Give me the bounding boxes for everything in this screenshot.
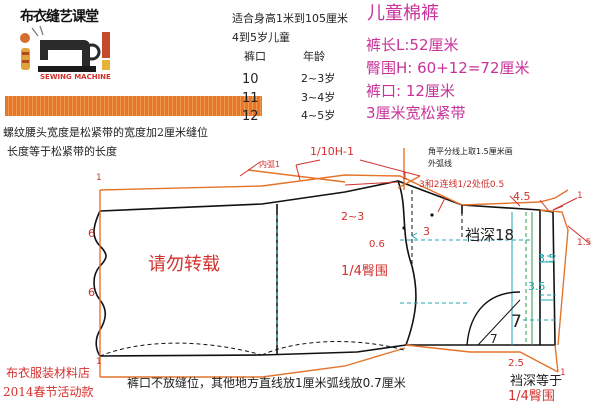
- dashed-construction-lines: [99, 190, 556, 357]
- waistband-note-2: 长度等于松紧带的长度: [7, 145, 117, 158]
- label-num-1-top: 1: [402, 172, 408, 182]
- orange-divider-strip: [5, 96, 262, 116]
- label-num-35a: 3.5: [538, 252, 556, 265]
- label-angle-note-2: 外弧线: [428, 159, 452, 168]
- label-num-7a: 7: [511, 312, 522, 332]
- size-table-header-age: 年龄: [303, 50, 325, 63]
- size-row-cuff: 12: [242, 109, 259, 124]
- label-num-15: 1.5: [577, 238, 592, 248]
- label-num-45: 4.5: [513, 190, 531, 203]
- label-h-formula: 1/10H-1: [310, 145, 354, 158]
- spec-length: 裤长L:52厘米: [366, 36, 459, 54]
- label-quarter-hip-right: 1/4臀围: [508, 389, 555, 404]
- sewing-machine-icon: [20, 26, 110, 72]
- label-num-1-bottom-right: 1: [560, 368, 566, 378]
- size-row-age: 2~3岁: [301, 72, 336, 85]
- brand-title: 布衣缝艺课堂: [20, 9, 99, 25]
- label-num-6-top: 6: [88, 227, 95, 240]
- spec-waistband: 3厘米宽松紧带: [366, 104, 466, 122]
- label-num-25: 2.5: [508, 358, 524, 369]
- waistband-note-1: 螺纹腰头宽度是松紧带的宽度加2厘米缝位: [3, 126, 208, 139]
- orange-construction-lines: [99, 148, 569, 378]
- seam-allowance-note: 裤口不放缝位，其他地方直线放1厘米弧线放0.7厘米: [127, 376, 406, 390]
- size-row-age: 4~5岁: [301, 109, 336, 122]
- size-row-cuff: 11: [242, 91, 259, 106]
- label-num-35b: 3.5: [528, 280, 546, 293]
- size-row-age: 3~4岁: [301, 91, 336, 104]
- spec-cuff: 裤口: 12厘米: [366, 82, 455, 100]
- shop-name: 布衣服装材料店: [6, 366, 91, 380]
- spec-hip: 臀围H: 60+12=72厘米: [366, 59, 530, 77]
- crotch-curve: [466, 291, 521, 346]
- crotch-guide: [477, 299, 521, 346]
- label-quarter-hip-left: 1/4臀围: [341, 264, 388, 279]
- label-num-2-3: 2~3: [341, 210, 365, 223]
- label-num-06: 0.6: [369, 239, 385, 250]
- label-angle-note-1: 角平分线上取1.5厘米画: [428, 147, 513, 156]
- label-num-1-right: 1: [577, 191, 583, 201]
- red-annotation-lines: [239, 159, 591, 245]
- label-crotch-depth: 裆深18: [465, 226, 515, 244]
- label-num-3: 3: [423, 225, 430, 238]
- construction-points: [402, 213, 434, 230]
- size-table-header-cuff: 裤口: [244, 50, 266, 63]
- shop-campaign: 2014春节活动款: [3, 385, 94, 399]
- teal-dimension-arrows: [411, 212, 553, 345]
- watermark-text: 请勿转载: [148, 254, 220, 275]
- size-row-cuff: 10: [242, 72, 259, 87]
- label-num-6-bottom: 6: [88, 286, 95, 299]
- label-crotch-equal: 裆深等于: [510, 374, 563, 389]
- label-num-7b: 7: [490, 332, 498, 346]
- fit-line-1: 适合身高1米到105厘米: [232, 12, 348, 25]
- label-inner-arc: 内弧1: [259, 160, 281, 169]
- label-num-1-left-bottom: 1: [96, 357, 102, 367]
- logo-caption: SEWING MACHINE: [40, 73, 111, 81]
- label-midpoint-note: 3和2连线1/2处低0.5: [419, 180, 505, 190]
- label-num-1-left-top: 1: [96, 173, 102, 183]
- fit-line-2: 4到5岁儿童: [232, 31, 290, 44]
- brand-logo: 布衣缝艺课堂 SEWING MACHINE: [18, 8, 114, 82]
- spec-title: 儿童棉裤: [367, 3, 439, 24]
